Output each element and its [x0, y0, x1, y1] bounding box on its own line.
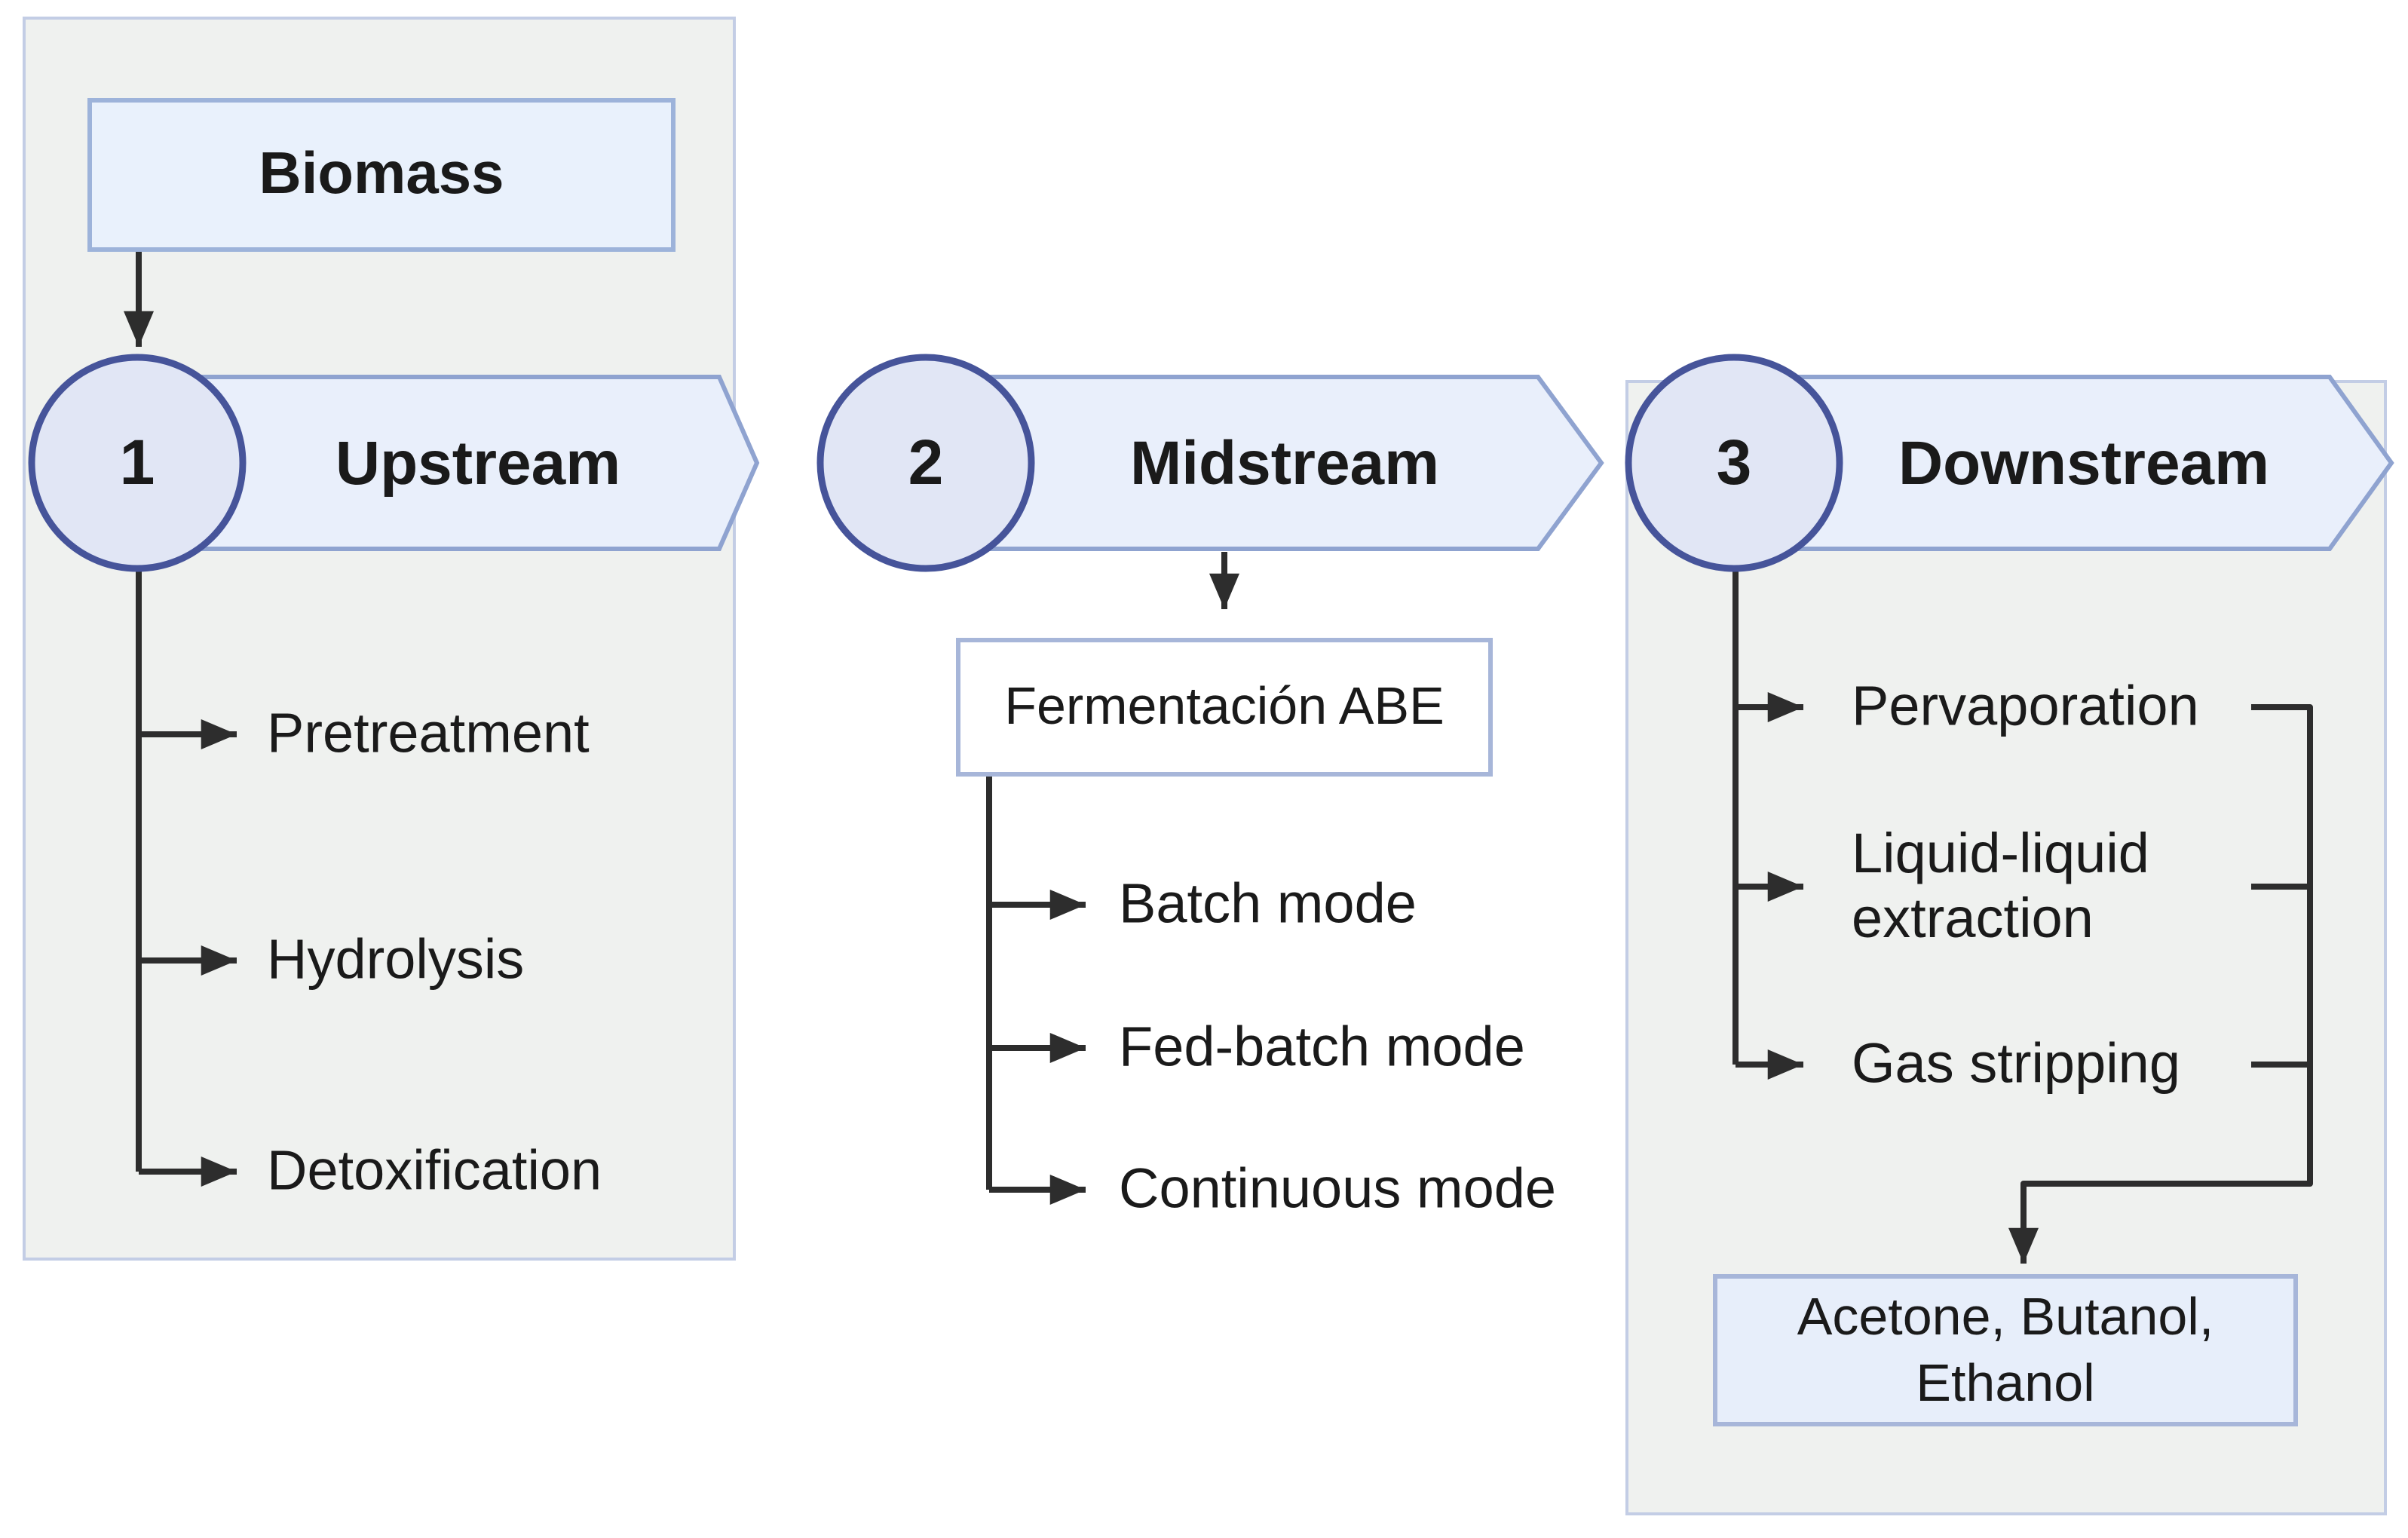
upstream-title: Upstream	[335, 428, 621, 498]
liquid-liquid-line-2: extraction	[1852, 887, 2094, 948]
item-detoxification: Detoxification	[267, 1139, 602, 1202]
product-label-line-1: Acetone, Butanol,	[1797, 1288, 2214, 1347]
midstream-title: Midstream	[1129, 428, 1440, 498]
fermentation-abe-box: Fermentación ABE	[956, 638, 1493, 777]
stage-1-number: 1	[119, 427, 155, 498]
stage-3-number: 3	[1716, 427, 1752, 498]
collector-line-to-product	[2008, 704, 2313, 1264]
biomass-label: Biomass	[259, 142, 504, 207]
item-liquid-liquid-extraction: Liquid-liquid extraction	[1852, 823, 2149, 951]
item-gas-stripping: Gas stripping	[1852, 1032, 2180, 1096]
item-batch-mode: Batch mode	[1119, 872, 1417, 935]
item-pretreatment: Pretreatment	[267, 702, 590, 764]
stage-2-circle	[816, 354, 1035, 572]
downstream-title: Downstream	[1898, 428, 2270, 498]
item-fed-batch-mode: Fed-batch mode	[1119, 1016, 1525, 1078]
item-continuous-mode: Continuous mode	[1119, 1157, 1557, 1220]
item-pervaporation: Pervaporation	[1852, 675, 2199, 739]
gas-stripping-label: Gas stripping	[1852, 1032, 2180, 1095]
pervaporation-label: Pervaporation	[1852, 675, 2199, 737]
product-label-line-2: Ethanol	[1916, 1353, 2095, 1412]
product-box: Acetone, Butanol, Ethanol	[1713, 1274, 2298, 1426]
stage-3-circle	[1625, 354, 1843, 572]
item-hydrolysis: Hydrolysis	[267, 928, 525, 991]
biomass-box: Biomass	[87, 98, 676, 252]
stage-2-number: 2	[908, 427, 944, 498]
fermentation-abe-label: Fermentación ABE	[1004, 677, 1444, 736]
stage-1-circle	[28, 354, 247, 572]
liquid-liquid-line-1: Liquid-liquid	[1852, 822, 2149, 884]
